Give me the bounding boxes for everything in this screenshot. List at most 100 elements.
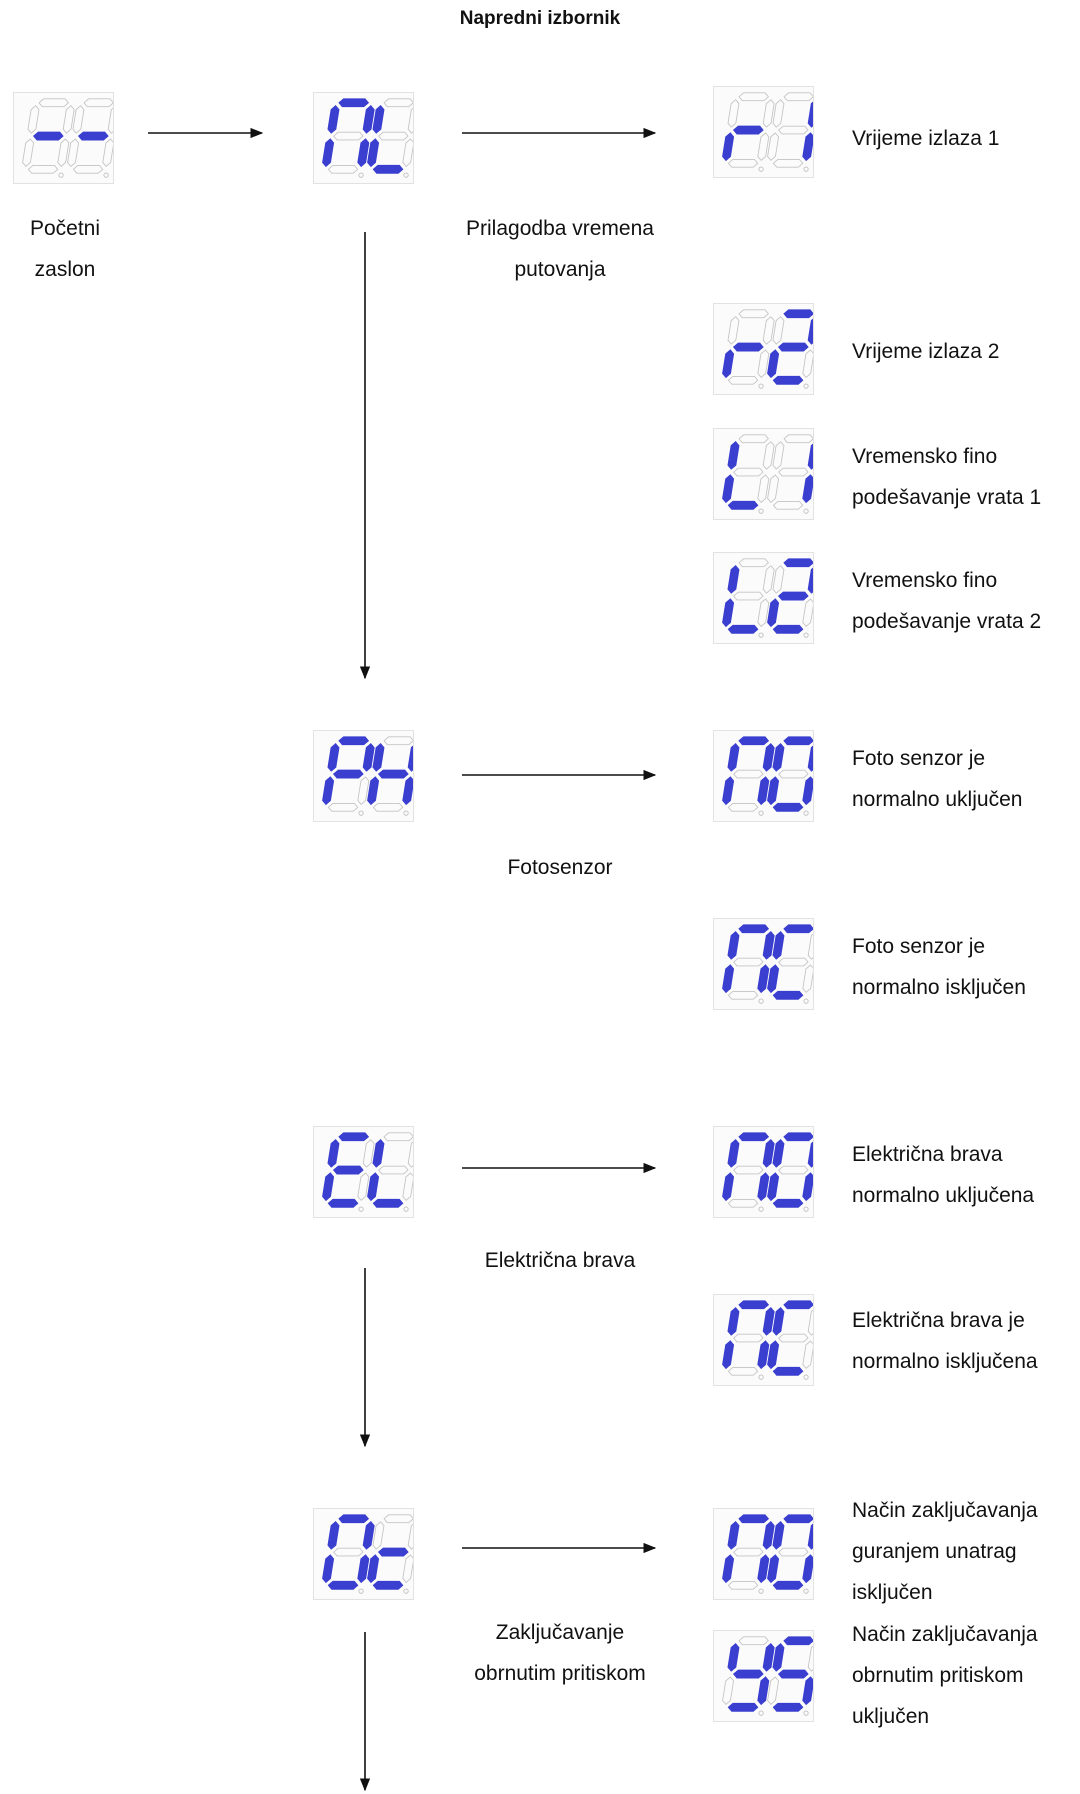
decimal-point (758, 383, 764, 389)
decimal-point (803, 810, 809, 816)
segment-upper-right-on (807, 1523, 813, 1550)
segment-middle-off (333, 131, 364, 141)
segment-top-on (738, 1132, 770, 1142)
segment-top-off (738, 309, 770, 319)
segment-upper-right-on (807, 1141, 813, 1168)
label-l1: Vremensko fino podešavanje vrata 1 (852, 445, 1042, 509)
decimal-point (758, 810, 764, 816)
segment-bottom-on (772, 1702, 804, 1712)
decimal-point (403, 1588, 409, 1594)
decimal-point (758, 632, 764, 638)
segment-bottom-on (372, 1198, 404, 1208)
segment-lower-right-on (802, 1554, 813, 1584)
seven-segment-glyphs (722, 1300, 813, 1380)
segment-lower-left-on (767, 1340, 780, 1370)
segment-top-on (783, 558, 813, 568)
segment-upper-right-off (762, 316, 775, 345)
segment-upper-right-on (807, 567, 813, 594)
segment-upper-left-on (727, 1643, 740, 1672)
segment-bottom-off (372, 802, 404, 812)
segment-upper-left-on (772, 931, 785, 960)
segment-lower-left-off (767, 1676, 780, 1705)
segment-top-on (783, 1132, 813, 1142)
segment-lower-right-off (757, 474, 770, 503)
segment-lower-right-off (402, 1172, 413, 1201)
segment-lower-left-on (722, 1554, 735, 1584)
seven-segment-glyphs (722, 924, 813, 1004)
segment-middle-on (77, 131, 109, 141)
segment-middle-off (733, 1333, 764, 1343)
segment-top-on (738, 924, 770, 934)
segment-lower-right-off (357, 1172, 370, 1201)
segment-middle-on (732, 342, 764, 352)
display-r2 (713, 303, 814, 395)
decimal-point (758, 998, 764, 1004)
seven-segment-glyphs (722, 434, 813, 514)
segment-top-off (738, 92, 770, 102)
decimal-point (758, 1710, 764, 1716)
segment-lower-left-on (767, 349, 780, 379)
segment-upper-left-off (772, 99, 785, 128)
segment-top-off (738, 558, 770, 568)
decimal-point (103, 172, 109, 178)
segment-upper-right-on (762, 1643, 775, 1672)
segment-top-off (738, 1636, 770, 1646)
segment-lower-right-on (757, 1172, 770, 1202)
segment-lower-left-on (722, 598, 735, 628)
segment-middle-on (377, 769, 409, 779)
segment-middle-off (378, 1165, 409, 1175)
seven-segment-glyphs (322, 736, 413, 816)
display-push-no (713, 1508, 814, 1600)
segment-middle-on (332, 769, 364, 779)
segment-upper-left-off (72, 105, 85, 134)
segment-bottom-on (727, 500, 759, 510)
segment-upper-right-off (807, 1645, 813, 1672)
segment-upper-right-on (362, 105, 375, 134)
segment-middle-off (733, 957, 764, 967)
segment-upper-left-on (372, 105, 385, 134)
segment-lower-right-off (757, 349, 770, 378)
segment-top-on (338, 736, 370, 746)
segment-middle-off (778, 467, 809, 477)
segment-lower-right-off (802, 1340, 813, 1369)
segment-bottom-on (372, 164, 404, 174)
segment-bottom-off (727, 158, 759, 168)
decimal-point (803, 998, 809, 1004)
segment-lower-left-on (767, 1554, 780, 1584)
segment-upper-right-off (407, 1141, 413, 1168)
decimal-point (358, 1588, 364, 1594)
segment-upper-right-on (807, 318, 813, 345)
segment-upper-left-off (772, 316, 785, 345)
segment-lower-right-on (802, 132, 813, 162)
display-push-ys (713, 1630, 814, 1722)
segment-middle-on (377, 1547, 409, 1557)
segment-middle-off (778, 1333, 809, 1343)
segment-middle-off (733, 467, 764, 477)
segment-lower-left-on (767, 598, 780, 628)
label-photo-nc: Foto senzor je normalno isključen (852, 935, 1026, 999)
segment-upper-right-on (762, 1521, 775, 1550)
display-travel-time (313, 92, 414, 184)
segment-bottom-off (327, 164, 359, 174)
segment-upper-right-off (407, 1523, 413, 1550)
segment-lower-left-on (722, 132, 735, 162)
segment-bottom-on (772, 1580, 804, 1590)
segment-bottom-on (327, 1580, 359, 1590)
segment-middle-off (778, 1547, 809, 1557)
decimal-point (403, 1206, 409, 1212)
segment-upper-right-on (807, 745, 813, 772)
decimal-point (803, 383, 809, 389)
segment-middle-off (733, 591, 764, 601)
segment-upper-left-on (727, 565, 740, 594)
segment-lower-left-on (722, 349, 735, 379)
segment-lower-left-on (767, 776, 780, 806)
segment-upper-right-on (762, 743, 775, 772)
decimal-point (358, 172, 364, 178)
segment-lower-right-on (757, 1676, 770, 1706)
segment-lower-right-off (402, 138, 413, 167)
segment-lower-right-on (402, 776, 413, 806)
segment-lower-right-off (102, 138, 113, 167)
seven-segment-glyphs (722, 736, 813, 816)
segment-lower-left-on (322, 776, 335, 806)
